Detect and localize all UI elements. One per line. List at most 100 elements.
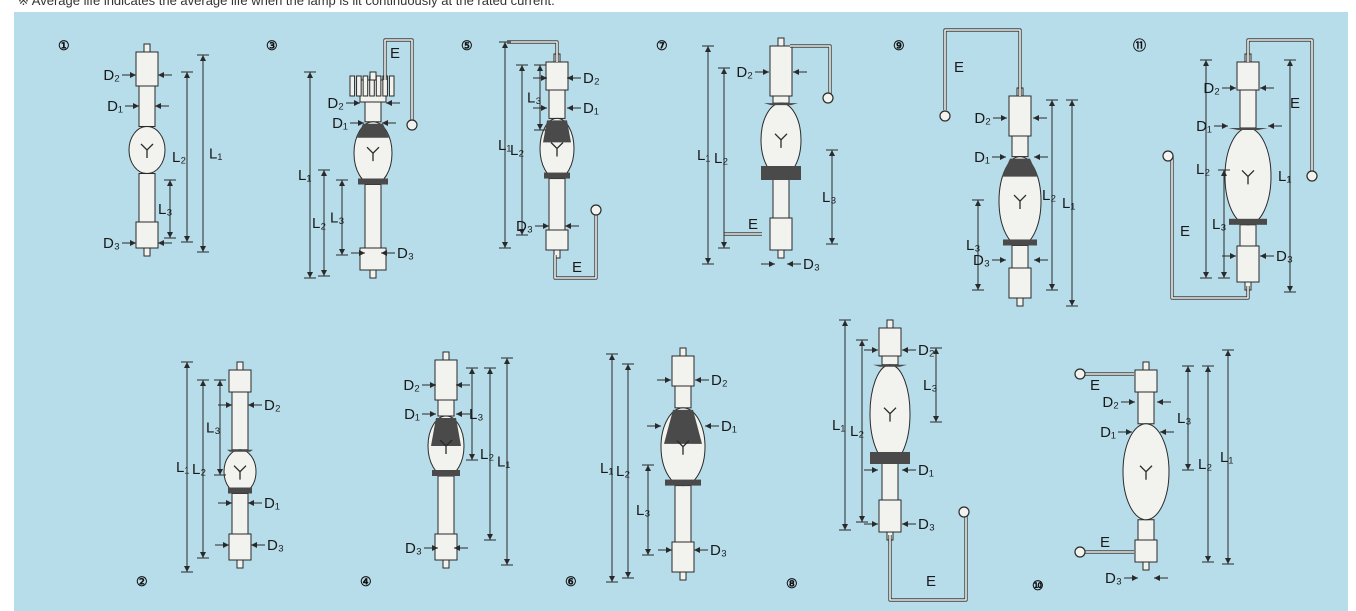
lower-tube [231, 493, 249, 535]
arrowhead [793, 69, 799, 75]
arrowhead [1069, 100, 1075, 106]
arrowhead [381, 250, 387, 256]
dim-label-l1: L₁ [1220, 449, 1233, 466]
dim-label-l1: L₁ [209, 146, 222, 163]
dim-label-d3: D₃ [405, 540, 422, 557]
arrowhead [1203, 272, 1209, 278]
lead-wire-inner [944, 29, 1021, 110]
arrowhead [248, 500, 254, 506]
dark-band-upper [227, 449, 253, 452]
fig-9-number: ⑨ [893, 38, 905, 53]
arrowhead [1129, 399, 1135, 405]
arrowhead [1157, 399, 1163, 405]
arrowhead [567, 75, 573, 81]
lower-cap [1008, 267, 1032, 299]
arrowhead [223, 542, 229, 548]
lead-terminal [406, 119, 418, 131]
arrowhead [1049, 284, 1055, 290]
dim-label-l3: L₃ [158, 201, 172, 218]
arrowhead [721, 68, 727, 74]
dim-label-d2: D₂ [918, 342, 935, 359]
top-pin [1142, 361, 1150, 371]
lead-wire-inner [384, 39, 413, 120]
dim-label-d3: D₃ [710, 542, 727, 559]
dim-label-d3: D₃ [803, 256, 820, 273]
dark-band-upper [1228, 128, 1268, 130]
dim-label-l3: L₃ [527, 90, 541, 107]
arrowhead [655, 423, 661, 429]
arrowhead [248, 402, 254, 408]
upper-tube [1239, 89, 1257, 129]
arrowhead [1221, 170, 1227, 176]
arrowhead [609, 354, 615, 360]
lower-cap [671, 541, 695, 573]
dim-label-l2: L₂ [850, 423, 864, 440]
bottom-pin [1142, 561, 1150, 571]
upper-cap [671, 355, 695, 387]
upper-cap [1008, 95, 1032, 137]
fig-7-number: ⑦ [656, 38, 668, 53]
upper-tube [437, 399, 455, 417]
dim-label-d2: D₂ [736, 64, 753, 81]
dark-band-lower [1003, 239, 1037, 246]
dim-label-l3: L₃ [966, 237, 980, 254]
bottom-pin [777, 249, 785, 259]
arrowhead [430, 382, 436, 388]
dark-band-lower [1229, 218, 1267, 225]
dim-label-d2: D₂ [327, 95, 344, 112]
arrowhead [504, 358, 510, 364]
arrowhead [763, 69, 769, 75]
arrowhead [842, 524, 848, 530]
dim-label-d1: D₁ [332, 115, 348, 132]
arrowhead [543, 223, 549, 229]
dim-label-e: E [1100, 534, 1110, 551]
top-pin [143, 43, 151, 53]
lead-terminal [1162, 150, 1174, 162]
arrowhead [1034, 154, 1040, 160]
arrowhead [1126, 429, 1132, 435]
arrowhead [386, 100, 392, 106]
arrowhead [1260, 253, 1266, 259]
dim-label-d2: D₂ [103, 67, 120, 84]
arrowhead [1225, 558, 1231, 564]
lower-cap [359, 247, 387, 271]
electrode [774, 133, 788, 148]
dim-label-l2: L₂ [714, 150, 728, 167]
arrowhead [1000, 257, 1006, 263]
top-pin [442, 351, 450, 361]
dim-label-l2: L₂ [616, 463, 630, 480]
lead-wire-inner [554, 214, 597, 279]
dim-label-e: E [1180, 223, 1190, 240]
electrode [550, 142, 564, 157]
arrowhead [1203, 60, 1209, 66]
dim-label-d1: D₁ [583, 100, 599, 117]
dim-label-l3: L₃ [206, 420, 220, 437]
lead-wire-outer [507, 40, 559, 62]
bottom-pin [236, 559, 244, 569]
arrowhead [321, 270, 327, 276]
lead-terminal [958, 506, 970, 518]
arrowhead [226, 402, 232, 408]
arrowhead [694, 547, 700, 553]
cooling-fin [349, 75, 356, 97]
arrowhead [705, 423, 711, 429]
dim-label-e: E [1290, 95, 1300, 112]
lower-tube [437, 475, 455, 535]
arrowhead [1069, 300, 1075, 306]
upper-cap [228, 369, 252, 393]
dark-band [870, 452, 910, 464]
lead-terminal [822, 92, 834, 104]
dim-label-d2: D₂ [1203, 80, 1220, 97]
dim-label-l2: L₂ [172, 149, 186, 166]
arrowhead [842, 320, 848, 326]
dim-label-l2: L₂ [1042, 187, 1056, 204]
arrowhead [859, 340, 865, 346]
dim-label-d3: D₃ [1276, 248, 1293, 265]
arrowhead [769, 261, 775, 267]
arrowhead [872, 521, 878, 527]
dim-label-d3: D₃ [973, 252, 990, 269]
upper-tube [548, 89, 566, 119]
arrowhead [902, 521, 908, 527]
